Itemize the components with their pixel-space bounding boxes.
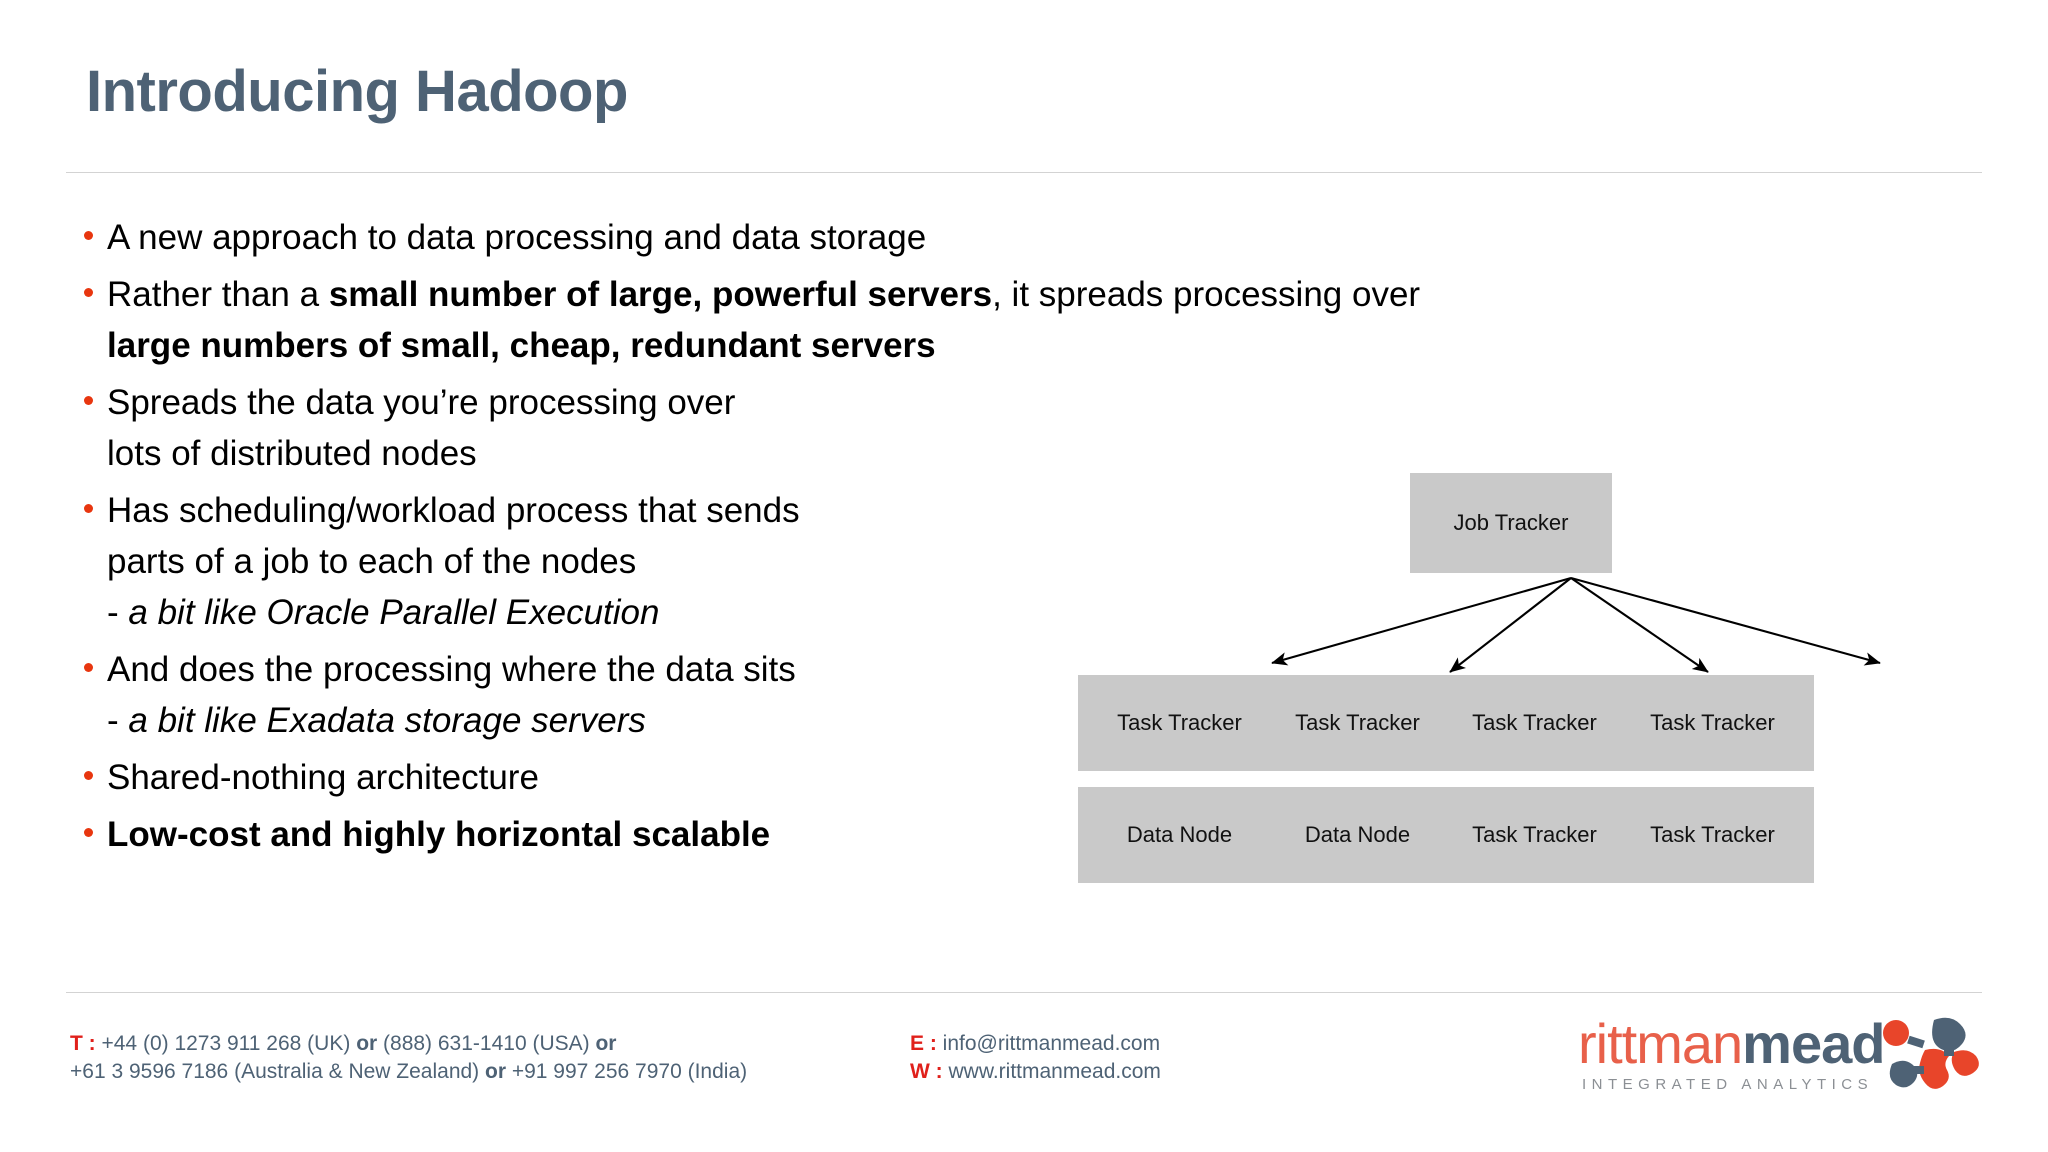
hadoop-topology-diagram: Job Tracker Task Tracker Task Tracker Ta…	[1060, 460, 2020, 930]
bullet-text-emphasis: small number of large, powerful servers	[328, 275, 993, 314]
diagram-node-task-tracker-1[interactable]: Task Tracker	[1078, 675, 1281, 771]
node-label: Task Tracker	[1650, 822, 1775, 847]
fanout-arrows	[1271, 576, 1881, 673]
subline-text: a bit like Oracle Parallel Execution	[128, 593, 660, 632]
bullet-dot-icon	[84, 504, 93, 513]
conjunction-or: or	[356, 1032, 378, 1055]
bullet-line: And does the processing where the data s…	[107, 650, 796, 689]
diagram-node-bottom-1[interactable]: Data Node	[1078, 787, 1281, 883]
bullet-subline: - a bit like Oracle Parallel Execution	[107, 587, 1372, 638]
logo-word-mead: mead	[1742, 1012, 1885, 1075]
bullet-dot-icon	[84, 231, 93, 240]
bullet-dot-icon	[84, 396, 93, 405]
phone-line-2: +61 3 9596 7186 (Australia & New Zealand…	[70, 1058, 747, 1086]
list-item: Has scheduling/workload process that sen…	[82, 485, 1372, 638]
email-line: E : info@rittmanmead.com	[910, 1030, 1161, 1058]
rittman-mead-logo: rittmanmead INTEGRATED ANALYTICS	[1578, 1014, 1998, 1114]
subline-dash: -	[107, 593, 129, 632]
bullet-line: Shared-nothing architecture	[107, 758, 539, 797]
list-item: A new approach to data processing and da…	[82, 212, 1372, 263]
conjunction-or: or	[485, 1060, 507, 1083]
bullet-line: Low-cost and highly horizontal scalable	[107, 815, 771, 854]
node-label: Task Tracker	[1472, 710, 1597, 735]
node-label: Data Node	[1126, 822, 1233, 847]
list-item: Spreads the data you’re processing over …	[82, 377, 1372, 479]
bullet-dot-icon	[84, 828, 93, 837]
contact-phone-block: T : +44 (0) 1273 911 268 (UK) or (888) 6…	[70, 1030, 747, 1086]
website-value[interactable]: www.rittmanmead.com	[942, 1060, 1161, 1083]
diagram-node-bottom-3[interactable]: Task Tracker	[1433, 787, 1636, 883]
website-label: W :	[910, 1060, 943, 1083]
list-item: Rather than a small number of large, pow…	[82, 269, 1420, 371]
title-divider	[66, 172, 1982, 173]
bullet-line: Has scheduling/workload process that sen…	[107, 491, 800, 530]
footer-divider	[66, 992, 1982, 993]
diagram-node-bottom-2[interactable]: Data Node	[1256, 787, 1459, 883]
node-label: Task Tracker	[1650, 710, 1775, 735]
bullet-list: A new approach to data processing and da…	[82, 212, 1420, 866]
list-item: Shared-nothing architecture	[82, 752, 1372, 803]
bullet-line: lots of distributed nodes	[107, 434, 477, 473]
node-label: Job Tracker	[1453, 510, 1569, 535]
bullet-dot-icon	[84, 663, 93, 672]
website-line: W : www.rittmanmead.com	[910, 1058, 1161, 1086]
subline-text: a bit like Exadata storage servers	[128, 701, 646, 740]
bullet-line: Rather than a small number of large, pow…	[107, 269, 1420, 320]
email-label: E :	[910, 1032, 937, 1055]
page-title: Introducing Hadoop	[86, 59, 628, 124]
phone-line-1: T : +44 (0) 1273 911 268 (UK) or (888) 6…	[70, 1030, 747, 1058]
phone-india: +91 997 256 7970 (India)	[506, 1060, 748, 1083]
contact-web-block: E : info@rittmanmead.com W : www.rittman…	[910, 1030, 1161, 1086]
bullet-line: large numbers of small, cheap, redundant…	[107, 326, 936, 365]
phone-label: T :	[70, 1032, 96, 1055]
bullet-line: A new approach to data processing and da…	[107, 218, 927, 257]
bullet-line: parts of a job to each of the nodes	[107, 542, 637, 581]
node-label: Task Tracker	[1117, 710, 1242, 735]
bullet-dot-icon	[84, 288, 93, 297]
subline-dash: -	[107, 701, 129, 740]
list-item: And does the processing where the data s…	[82, 644, 1372, 746]
diagram-node-task-tracker-2[interactable]: Task Tracker	[1256, 675, 1459, 771]
phone-anz: +61 3 9596 7186 (Australia & New Zealand…	[70, 1060, 486, 1083]
bullet-line: Spreads the data you’re processing over	[107, 383, 736, 422]
bullet-dot-icon	[84, 771, 93, 780]
node-label: Task Tracker	[1295, 710, 1420, 735]
bullet-text-plain: Rather than a	[107, 275, 329, 314]
node-label: Data Node	[1304, 822, 1411, 847]
logo-tagline: INTEGRATED ANALYTICS	[1582, 1076, 1874, 1093]
email-value[interactable]: info@rittmanmead.com	[936, 1032, 1161, 1055]
conjunction-or: or	[595, 1032, 617, 1055]
node-label: Task Tracker	[1472, 822, 1597, 847]
phone-usa: (888) 631-1410 (USA)	[377, 1032, 596, 1055]
list-item: Low-cost and highly horizontal scalable	[82, 809, 1372, 860]
logo-node-cluster-icon	[1883, 1017, 1979, 1089]
diagram-node-bottom-4[interactable]: Task Tracker	[1611, 787, 1814, 883]
slide-footer: T : +44 (0) 1273 911 268 (UK) or (888) 6…	[0, 1014, 2048, 1140]
bullet-text-tail: , it spreads processing over	[992, 275, 1421, 314]
phone-uk: +44 (0) 1273 911 268 (UK)	[95, 1032, 357, 1055]
diagram-node-task-tracker-3[interactable]: Task Tracker	[1433, 675, 1636, 771]
bullet-subline: - a bit like Exadata storage servers	[107, 695, 1372, 746]
logo-wordmark: rittmanmead	[1578, 1012, 1885, 1075]
diagram-node-job-tracker[interactable]: Job Tracker	[1410, 473, 1612, 573]
logo-word-rittman: rittman	[1578, 1012, 1743, 1075]
diagram-node-task-tracker-4[interactable]: Task Tracker	[1611, 675, 1814, 771]
